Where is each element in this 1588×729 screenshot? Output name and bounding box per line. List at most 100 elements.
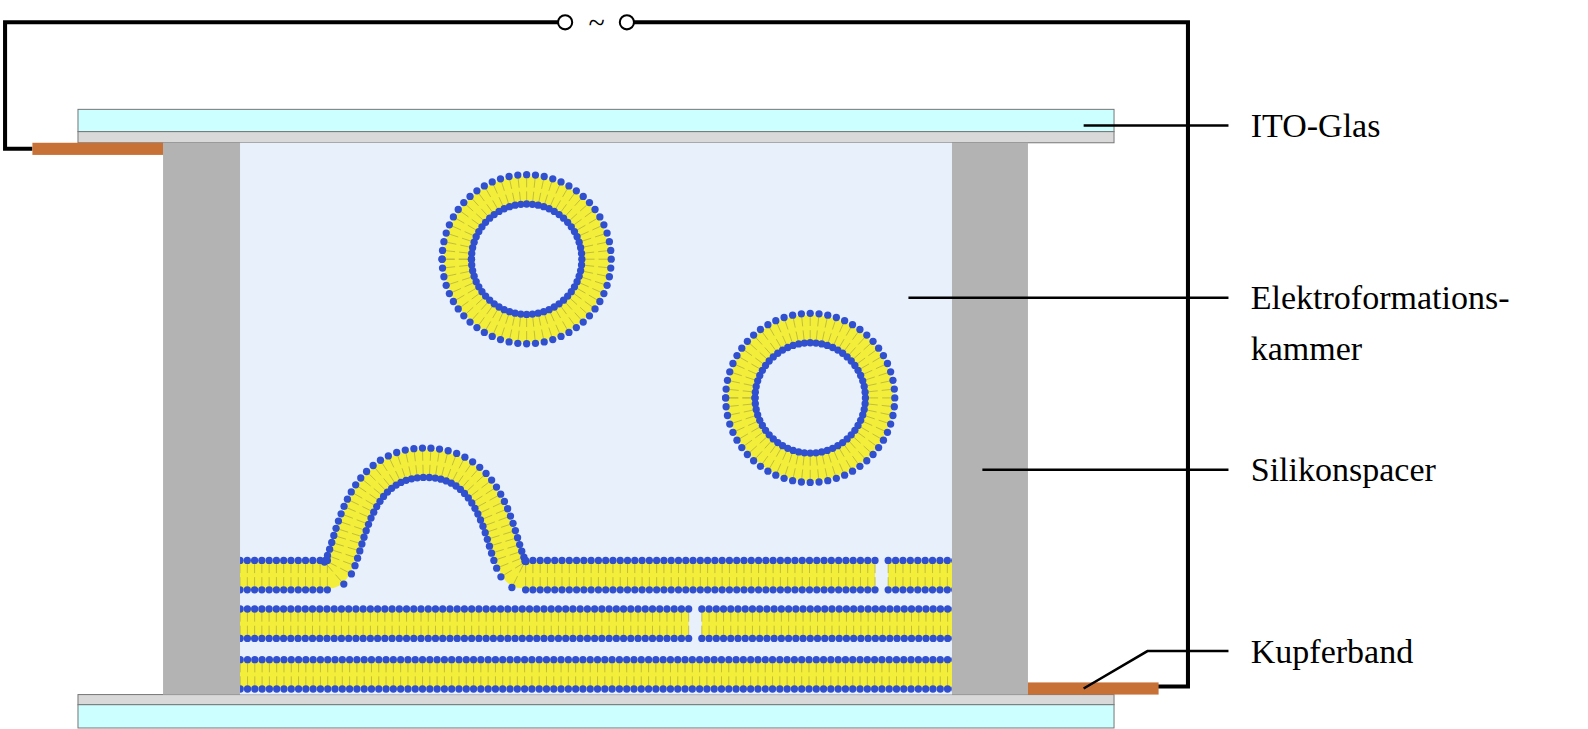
- lipid-tail: [298, 626, 299, 635]
- lipid-tail: [852, 456, 857, 463]
- lipid-tail: [783, 336, 787, 344]
- lipid-head: [836, 635, 843, 642]
- lipid-tail: [763, 456, 768, 463]
- lipid-tail: [831, 626, 832, 635]
- lipid-head: [653, 586, 660, 593]
- lipid-tail: [319, 626, 320, 635]
- lipid-tail: [787, 564, 788, 573]
- lipid-tail: [276, 663, 277, 672]
- lipid-head: [446, 221, 453, 228]
- lipid-head: [891, 394, 898, 401]
- lipid-tail: [356, 663, 357, 672]
- lipid-tail: [770, 445, 775, 452]
- lipid-head: [887, 368, 894, 375]
- lipid-tail: [642, 564, 643, 573]
- lipid-head: [843, 605, 850, 612]
- lipid-tail: [752, 626, 753, 635]
- lipid-head: [747, 656, 754, 663]
- lipid-tail: [459, 259, 468, 260]
- lipid-head: [508, 584, 515, 591]
- lipid-tail: [947, 564, 948, 573]
- lipid-head: [757, 463, 764, 470]
- lipid-head: [557, 685, 564, 692]
- lipid-tail: [783, 452, 787, 460]
- ito-glass-top: [78, 109, 1114, 131]
- lipid-tail: [576, 564, 577, 573]
- lipid-head: [441, 656, 448, 663]
- lipid-tail: [435, 626, 436, 635]
- lipid-tail: [305, 663, 306, 672]
- lipid-head: [353, 685, 360, 692]
- lipid-head: [240, 605, 244, 612]
- lipid-tail: [290, 564, 291, 573]
- lipid-head: [827, 685, 834, 692]
- lipid-head: [652, 656, 659, 663]
- lipid-head: [340, 580, 347, 587]
- terminal: [558, 15, 572, 29]
- lipid-head: [439, 247, 446, 254]
- lipid-tail: [428, 626, 429, 635]
- lipid-head: [805, 685, 812, 692]
- lipid-head: [634, 605, 641, 612]
- lipid-tail: [494, 325, 498, 333]
- lipid-head: [287, 605, 294, 612]
- lipid-tail: [678, 577, 679, 586]
- lipid-head: [833, 475, 840, 482]
- lipid-head: [769, 685, 776, 692]
- lipid-tail: [793, 468, 795, 477]
- lipid-tail: [584, 271, 593, 273]
- lipid-head: [835, 685, 842, 692]
- lipid-head: [330, 532, 337, 539]
- lipid-tail: [940, 626, 941, 635]
- lipid-tail: [335, 575, 341, 582]
- lipid-head: [638, 685, 645, 692]
- lipid-head: [842, 586, 849, 593]
- lipid-tail: [910, 577, 911, 586]
- lipid-head: [273, 656, 280, 663]
- lipid-head: [468, 635, 475, 642]
- lipid-head: [331, 656, 338, 663]
- lipid-tail: [416, 465, 417, 474]
- lipid-tail: [563, 189, 568, 197]
- lipid-head: [864, 557, 871, 564]
- lipid-tail: [459, 252, 468, 254]
- lipid-tail: [612, 663, 613, 672]
- lipid-tail: [551, 197, 555, 205]
- lipid-tail: [619, 663, 620, 672]
- lipid-head: [482, 529, 489, 536]
- lipid-head: [323, 605, 330, 612]
- lipid-tail: [846, 613, 847, 622]
- lipid-head: [403, 635, 410, 642]
- lipid-tail: [723, 626, 724, 635]
- lipid-tail: [745, 613, 746, 622]
- lipid-tail: [591, 577, 592, 586]
- lipid-tail: [681, 626, 682, 635]
- lipid-head: [660, 656, 667, 663]
- lipid-tail: [312, 626, 313, 635]
- lipid-head: [689, 656, 696, 663]
- lipid-head: [523, 171, 530, 178]
- lipid-tail: [370, 626, 371, 635]
- lipid-head: [580, 318, 587, 325]
- lipid-tail: [539, 193, 541, 202]
- lipid-tail: [444, 676, 445, 685]
- lipid-head: [682, 557, 689, 564]
- lipid-head: [889, 377, 896, 384]
- lipid-tail: [584, 245, 593, 247]
- lipid-tail: [493, 503, 501, 507]
- lipid-head: [374, 605, 381, 612]
- lipid-tail: [889, 663, 890, 672]
- lipid-head: [605, 605, 612, 612]
- lipid-tail: [875, 577, 876, 586]
- lipid-tails: [888, 562, 952, 588]
- lipid-tail: [810, 626, 811, 635]
- lipid-head: [879, 605, 886, 612]
- lipid-head: [368, 656, 375, 663]
- lipid-tail: [363, 613, 364, 622]
- lipid-tail: [389, 474, 394, 482]
- lipid-tail: [831, 577, 832, 586]
- lipid-tail: [706, 663, 707, 672]
- lipid-head: [814, 635, 821, 642]
- lipid-head: [244, 586, 251, 593]
- lipid-tail: [616, 626, 617, 635]
